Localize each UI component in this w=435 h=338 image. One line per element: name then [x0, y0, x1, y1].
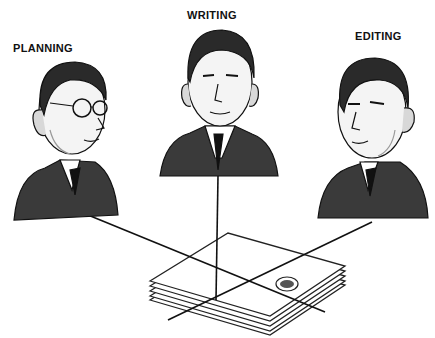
role-label: PLANNING — [12, 42, 74, 54]
role-label: EDITING — [354, 30, 403, 42]
planning-man — [14, 62, 118, 220]
writing-man — [160, 30, 278, 176]
role-label: WRITING — [186, 9, 238, 21]
editing-man — [318, 58, 428, 218]
